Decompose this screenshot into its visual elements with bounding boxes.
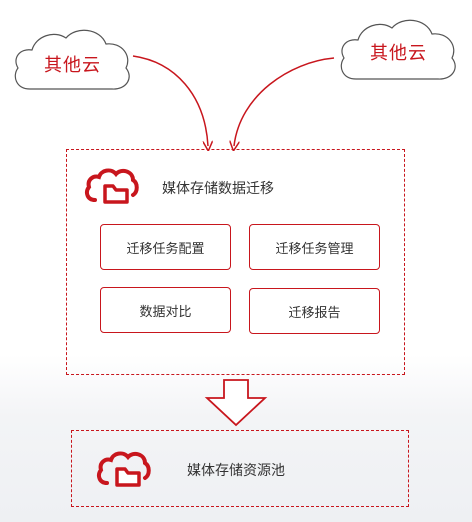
cloud-folder-icon [85, 168, 139, 204]
migration-task-config-button[interactable]: 迁移任务配置 [100, 224, 231, 270]
cloud-other-left: 其他云 [10, 24, 135, 94]
resource-pool-panel [71, 430, 409, 507]
migration-title: 媒体存储数据迁移 [162, 181, 274, 197]
cloud-outline-icon [340, 19, 456, 80]
migration-panel [66, 149, 405, 375]
cloud-folder-icon [97, 451, 151, 487]
migration-report-button[interactable]: 迁移报告 [249, 288, 380, 334]
down-arrow-icon [204, 379, 268, 427]
data-compare-button[interactable]: 数据对比 [100, 287, 231, 333]
cloud-right-label: 其他云 [370, 43, 427, 64]
cloud-outline-icon [14, 29, 130, 90]
cloud-other-right: 其他云 [336, 14, 461, 84]
arrow-right-cloud [234, 57, 335, 146]
arrow-left-cloud [132, 55, 208, 146]
flow-connectors [132, 55, 335, 160]
resource-pool-title: 媒体存储资源池 [187, 463, 285, 479]
cloud-left-label: 其他云 [44, 55, 101, 76]
migration-task-manage-button[interactable]: 迁移任务管理 [249, 224, 380, 270]
